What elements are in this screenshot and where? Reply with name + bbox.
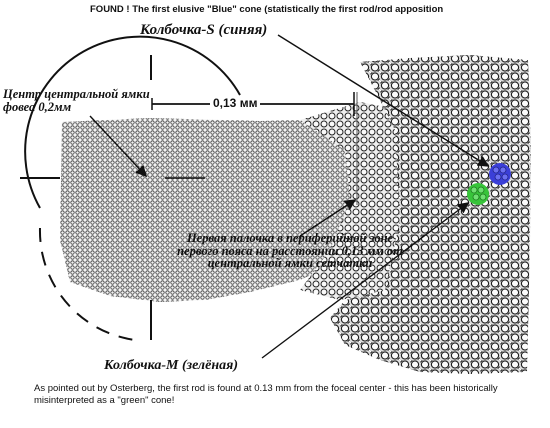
peripheral-rod-mosaic [330, 55, 531, 374]
s-cone-label: Колбочка-S (синяя) [140, 22, 268, 38]
fovea-center-label: Центр центральной ямки фовеа 0,2мм [3, 87, 150, 114]
foveal-circle-arc-lower [38, 227, 136, 341]
m-cone-arrow [261, 202, 470, 359]
top-caption: FOUND ! The first elusive "Blue" cone (s… [90, 4, 444, 15]
distance-label: 0,13 мм [210, 96, 261, 110]
fovea-arrow [89, 115, 147, 178]
bottom-caption: As pointed out by Osterberg, the first r… [34, 383, 498, 406]
foveal-circle-arc [24, 35, 241, 209]
m-cone-label: Колбочка-M (зелёная) [104, 358, 238, 373]
rod-arrow [299, 199, 357, 237]
blue-cone [489, 163, 511, 185]
first-rod-label: Первая палочка в периферийной зоне перво… [177, 231, 403, 270]
s-cone-arrow [277, 34, 490, 167]
green-cone [467, 183, 489, 205]
